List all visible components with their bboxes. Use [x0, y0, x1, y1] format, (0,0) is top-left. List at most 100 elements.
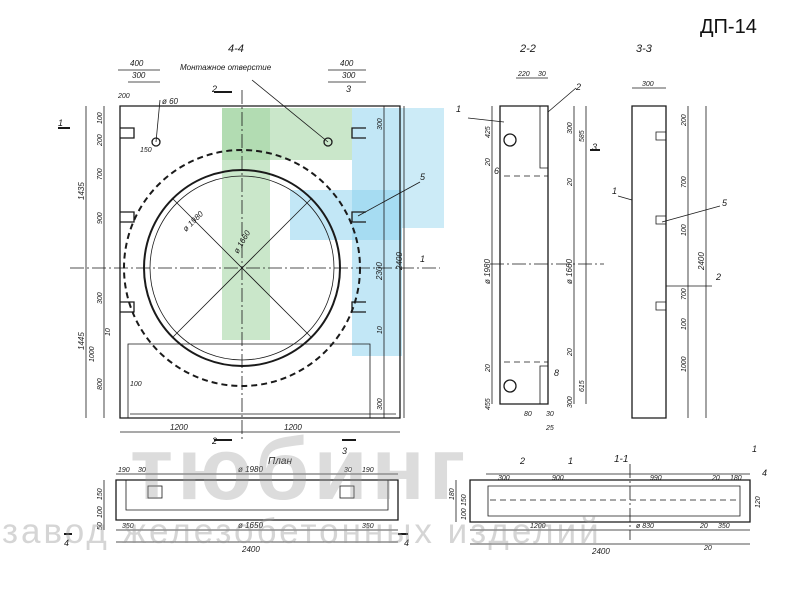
dim-text: 400 [340, 59, 354, 68]
plan-label: План [268, 456, 292, 467]
dim-text: 300 [97, 292, 104, 304]
mark-label: 2 [211, 436, 217, 446]
labels-section-2-2: 2-2 1 2 3 6 8 220 30 425 300 585 20 ø 19… [456, 43, 597, 432]
dim-text: 350 [362, 523, 374, 530]
dim-text: 100 [97, 506, 104, 518]
leader-line [547, 87, 577, 113]
dim-text: 190 [362, 467, 374, 474]
embedded-loop [655, 301, 666, 311]
dim-text: 455 [485, 398, 492, 410]
mark-label: 4 [762, 468, 767, 478]
dim-text: 300 [342, 71, 356, 80]
embedded-loop [655, 131, 666, 141]
mark-label: 3 [346, 84, 351, 94]
dim-text: 300 [498, 475, 510, 482]
dim-text: 1200 [170, 423, 188, 432]
embedded-loop [351, 211, 366, 223]
embedded-loop [120, 127, 135, 139]
dim-text: 700 [97, 168, 104, 180]
plan-pocket [339, 485, 355, 499]
watermark-brand: тюбинг [130, 419, 470, 518]
mark-label: 1 [456, 104, 461, 114]
dim-text: 1000 [681, 356, 688, 372]
dim-text: 1200 [284, 423, 302, 432]
dim-text: 1200 [530, 523, 546, 530]
leader-line [251, 79, 329, 143]
leader-line [357, 181, 421, 217]
dim-text: 200 [97, 134, 104, 147]
section-label-1-1: 1-1 [614, 454, 628, 465]
dim-text: 350 [718, 523, 730, 530]
leader-line [155, 99, 161, 143]
hole-dia-label: ø 60 [162, 97, 179, 106]
dim-text: 700 [681, 176, 688, 188]
dim-text: 585 [579, 130, 586, 142]
dim-text: 20 [567, 178, 574, 187]
dim-text: 180 [730, 475, 742, 482]
embedded-loop [351, 301, 366, 313]
watermark-logo [222, 108, 444, 356]
dim-text: ø 830 [636, 523, 654, 530]
mark-label: 2 [211, 84, 217, 94]
dim-text: 20 [485, 364, 492, 373]
plan-outline [115, 479, 399, 521]
dim-text: ø 1660 [565, 259, 574, 284]
dim-text: 400 [130, 59, 144, 68]
main-view [58, 69, 440, 441]
dim-text: 425 [485, 126, 492, 138]
mark-label: 6 [494, 166, 499, 176]
labels-section-3-3: 3-3 1 5 2 300 200 700 100 2400 700 100 1… [612, 43, 728, 372]
mark-label: 3 [592, 142, 597, 152]
mounting-hole [323, 137, 333, 147]
dim-text: 30 [138, 467, 146, 474]
dim-text: 100 [681, 318, 688, 330]
dim-text: 150 [140, 147, 152, 154]
dim-text: 615 [579, 380, 586, 392]
dim-text: 100 [97, 112, 104, 124]
mark-label: 2 [715, 272, 721, 282]
section-label-2-2: 2-2 [519, 43, 536, 55]
plan-view [64, 473, 408, 543]
mark-label: 1 [420, 254, 425, 264]
dim-text: 190 [118, 467, 130, 474]
dim-text: 20 [485, 158, 492, 167]
section-3-3-outline [631, 105, 667, 419]
dim-text: 100 [461, 508, 468, 520]
dim-text: 20 [567, 348, 574, 357]
dim-text: 1000 [89, 346, 96, 362]
dim-text: 300 [377, 118, 384, 130]
mounting-hole [503, 133, 517, 147]
document-code: ДП-14 [700, 16, 757, 38]
dim-text: 800 [97, 378, 104, 390]
dim-text: 300 [377, 398, 384, 410]
mark-label: 2 [575, 82, 581, 92]
section-2-2-outline [499, 105, 549, 405]
dim-text: 2400 [591, 547, 610, 556]
embedded-loop [655, 215, 666, 225]
mounting-hole-label: Монтажное отверстие [180, 63, 272, 72]
dim-text: 700 [681, 288, 688, 300]
section-3-3-view [617, 87, 721, 419]
section-2-2-inner [539, 365, 548, 404]
mark-label: 1 [612, 186, 617, 196]
logo-blue-block [402, 108, 444, 228]
labels-plan: План 4 4 190 30 ø 1980 30 190 150 100 50… [64, 456, 409, 554]
dim-text: 180 [449, 488, 456, 500]
dim-text: 2400 [241, 545, 260, 554]
mounting-hole [503, 379, 517, 393]
watermark-subtitle: завод железобетонных изделий [2, 512, 602, 551]
section-label-4-4: 4-4 [228, 43, 244, 55]
dim-text: 350 [122, 523, 134, 530]
mark-label: 1 [752, 444, 757, 454]
dim-text: 900 [552, 475, 564, 482]
dim-text: 30 [344, 467, 352, 474]
dim-text: 300 [567, 396, 574, 408]
section-label-3-3: 3-3 [636, 43, 653, 55]
mark-label: 1 [568, 456, 573, 466]
dim-text: 80 [524, 411, 532, 418]
embedded-loop [120, 301, 135, 313]
dim-text: 120 [755, 496, 762, 508]
inner-dia-label: ø 1980 [181, 209, 205, 233]
dim-text: 990 [650, 475, 662, 482]
mark-label: 4 [64, 538, 69, 548]
